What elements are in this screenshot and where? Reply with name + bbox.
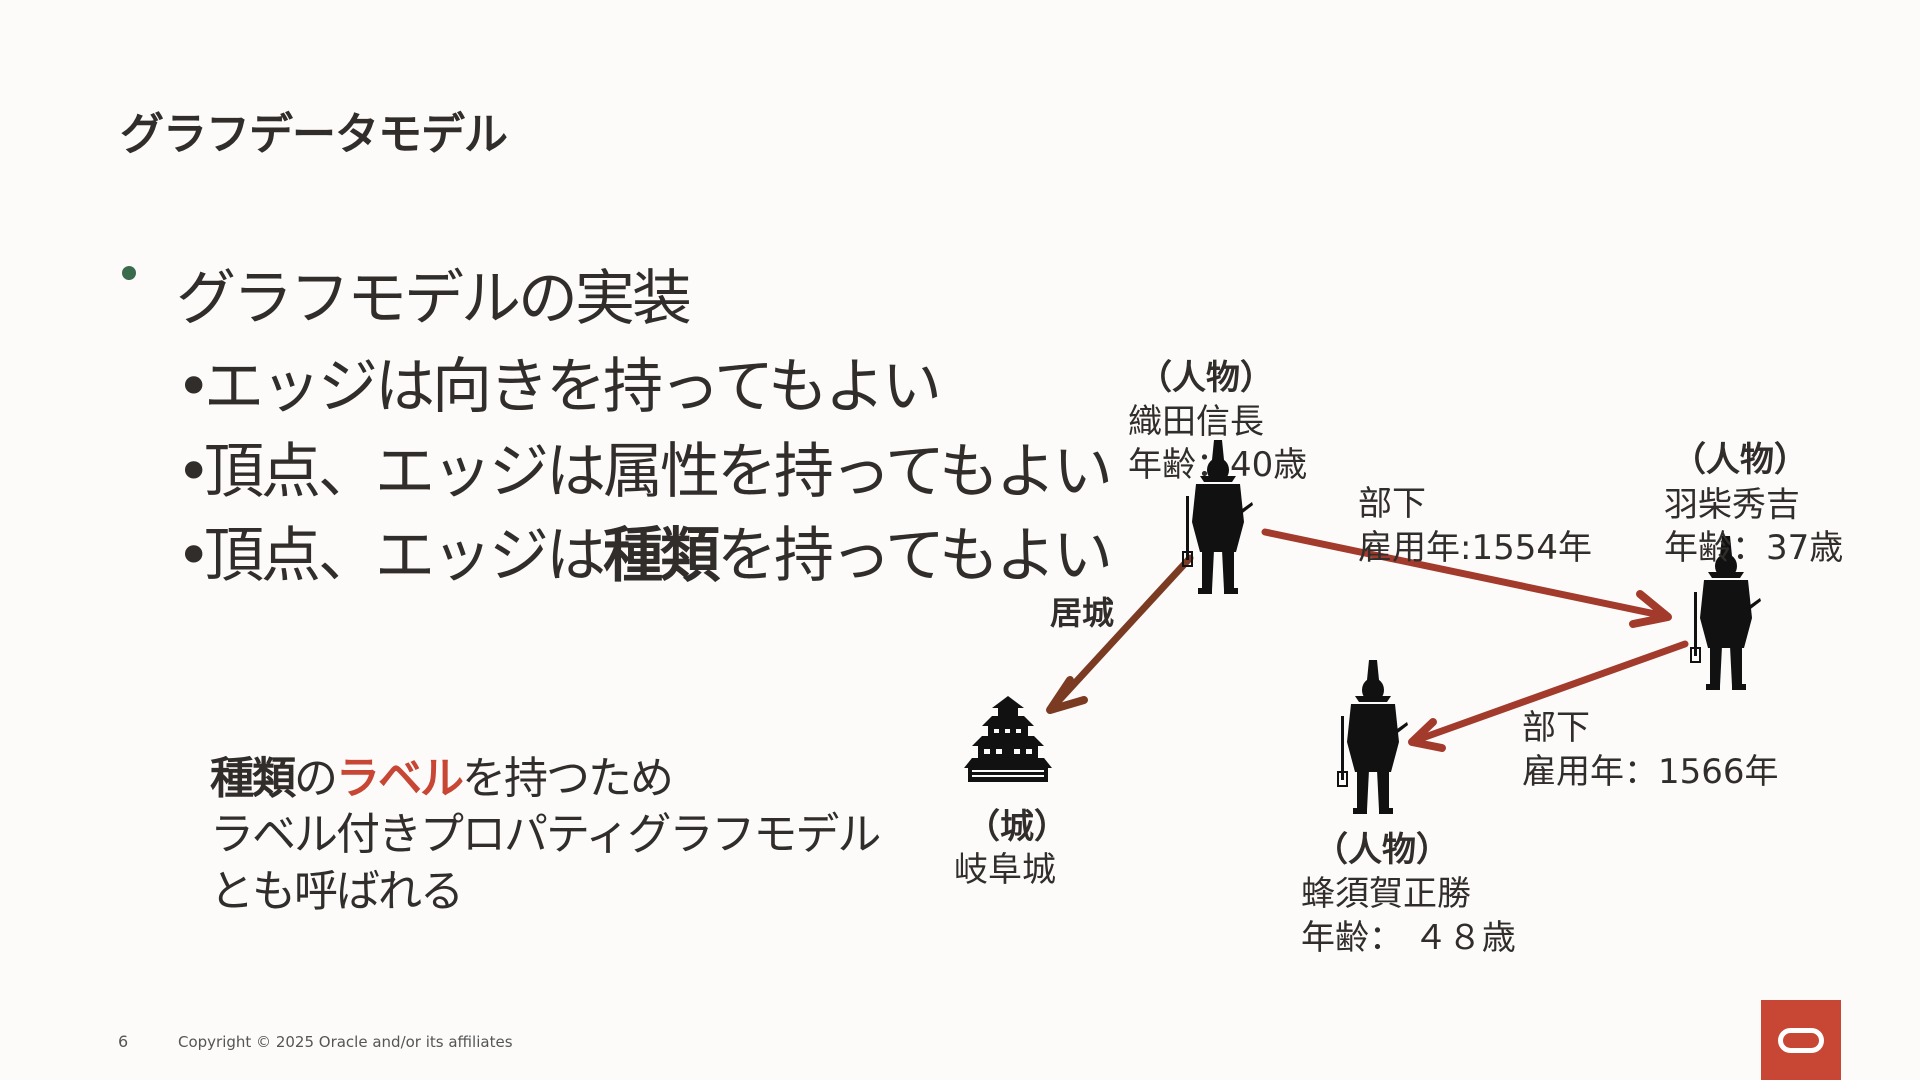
sub-bullet-text-bold: 種類: [603, 521, 720, 591]
oracle-logo: [1761, 1000, 1841, 1080]
samurai-silhouette-icon: [1337, 659, 1409, 815]
bullet-dot: [122, 266, 136, 280]
oracle-logo-ring: [1778, 1028, 1824, 1053]
copyright-text: Copyright © 2025 Oracle and/or its affil…: [178, 1033, 513, 1051]
note-post: を持つため: [462, 753, 674, 804]
note-line-3: とも呼ばれる: [210, 866, 464, 917]
node-hachisuka-type: （人物）: [1314, 830, 1450, 870]
node-oda-attr: 年齢：40歳: [1128, 445, 1308, 485]
node-gifu-type: （城）: [966, 807, 1068, 847]
node-oda-name: 織田信長: [1128, 402, 1264, 442]
node-hachisuka-name: 蜂須賀正勝: [1301, 874, 1471, 914]
edge-hashiba-hachisuka-label: 部下: [1522, 708, 1590, 748]
node-hashiba-type: （人物）: [1672, 440, 1808, 480]
node-hashiba-attr: 年齢：37歳: [1664, 528, 1844, 568]
node-gifu-name: 岐阜城: [954, 850, 1056, 890]
node-hashiba-name: 羽柴秀吉: [1664, 485, 1800, 525]
edge-oda-hashiba-attr: 雇用年:1554年: [1358, 528, 1592, 568]
edge-hashiba-hachisuka-line: [1410, 640, 1689, 745]
sub-bullet-types: •頂点、エッジは種類を持ってもよい: [176, 507, 1113, 594]
sub-bullet-direction: •エッジは向きを持ってもよい: [176, 338, 942, 425]
note-line-2: ラベル付きプロパティグラフモデル: [210, 809, 881, 860]
note-bold: 種類: [210, 753, 296, 804]
sub-bullet-text-pre: 頂点、エッジは: [204, 521, 606, 591]
edge-hashiba-hachisuka-arrowhead: [1408, 718, 1446, 752]
page-number: 6: [118, 1032, 129, 1051]
sub-bullet-properties: •頂点、エッジは属性を持ってもよい: [176, 423, 1113, 510]
edge-oda-hashiba-arrowhead: [1629, 590, 1672, 628]
slide-title: グラフデータモデル: [120, 109, 508, 160]
castle-icon: [964, 696, 1052, 782]
node-oda-type: （人物）: [1138, 358, 1274, 398]
edge-residence-arrowhead: [1046, 676, 1088, 714]
note-line-1: 種類のラベルを持つため: [210, 742, 674, 806]
sub-bullet-text-post: を持ってもよい: [717, 521, 1113, 591]
bullet-main: グラフモデルの実装: [176, 264, 692, 334]
edge-oda-hashiba-line: [1261, 528, 1669, 620]
node-hachisuka-attr: 年齢： ４８歳: [1301, 918, 1516, 958]
edge-residence-line: [1048, 554, 1194, 712]
sub-bullet-text: 頂点、エッジは属性を持ってもよい: [204, 437, 1113, 507]
note-mid: の: [294, 753, 338, 804]
edge-oda-hashiba-label: 部下: [1358, 484, 1426, 524]
sub-bullet-text: エッジは向きを持ってもよい: [204, 352, 942, 422]
note-accent: ラベル: [336, 753, 464, 804]
edge-hashiba-hachisuka-attr: 雇用年：1566年: [1522, 752, 1779, 792]
edge-residence-label: 居城: [1050, 594, 1115, 632]
